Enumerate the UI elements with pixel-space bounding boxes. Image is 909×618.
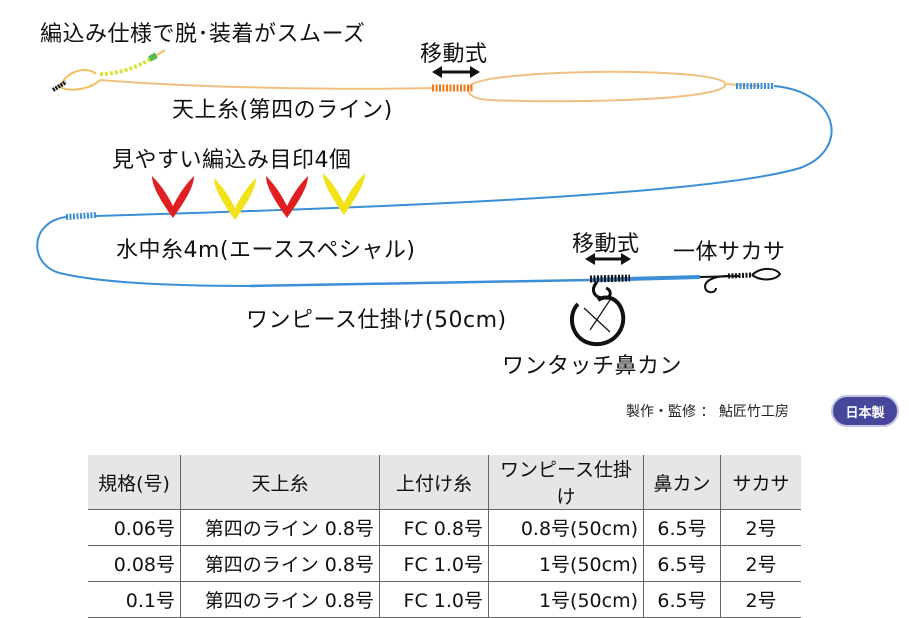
table-header-row: 規格(号) 天上糸 上付け糸 ワンピース仕掛け 鼻カン サカサ [88,455,801,510]
sakasa-label: 一体サカサ [673,240,786,265]
marker-label: 見やすい編込み目印4個 [112,148,352,173]
moving-label-lower: 移動式 [572,232,640,257]
cell-onepiece: 1号(50cm) [488,545,644,582]
cell-hanakan: 6.5号 [643,545,721,582]
upper-moving-sleeve [432,66,480,92]
onepiece-label: ワンピース仕掛け(50cm) [246,308,507,333]
header-tsuke-ito: 上付け糸 [379,455,489,510]
header-hanakan: 鼻カン [643,455,721,510]
marker-1 [152,176,194,218]
main-line [36,83,833,288]
credit-text: 製作・監修 ： 鮎匠竹工房 [626,404,789,420]
sakasa-hook [699,267,782,294]
cell-tsuke-ito: FC 0.8号 [379,509,489,546]
header-onepiece: ワンピース仕掛け [488,455,644,510]
cell-hanakan: 6.5号 [643,509,721,546]
cell-tsuke-ito: FC 1.0号 [379,581,489,618]
cell-onepiece: 0.8号(50cm) [488,509,644,546]
cell-upper-line: 第四のライン 0.8号 [180,509,380,546]
table-row: 0.08号 第四のライン 0.8号 FC 1.0号 1号(50cm) 6.5号 … [88,545,801,582]
cell-tsuke-ito: FC 1.0号 [379,545,489,582]
nose-ring [569,281,626,347]
tackle-diagram [36,49,833,347]
cell-sakasa: 2号 [720,581,801,618]
moving-label-upper: 移動式 [420,42,488,67]
cell-size: 0.08号 [88,545,181,582]
header-size: 規格(号) [88,455,181,510]
spec-table: 規格(号) 天上糸 上付け糸 ワンピース仕掛け 鼻カン サカサ 0.06号 第四… [88,455,801,618]
marker-3 [266,176,308,218]
made-in-japan-badge: 日本製 [831,395,899,427]
marker-4 [323,173,365,215]
main-line-label: 水中糸4m(エーススペシャル) [116,238,416,263]
top-label: 編込み仕様で脱･装着がスムーズ [40,22,366,47]
marker-2 [214,178,256,220]
lower-moving-sleeve [585,253,631,283]
cell-size: 0.1号 [88,581,181,618]
hanakan-label: ワンタッチ鼻カン [502,354,683,379]
table-row: 0.1号 第四のライン 0.8号 FC 1.0号 1号(50cm) 6.5号 2… [88,581,801,618]
cell-upper-line: 第四のライン 0.8号 [180,545,380,582]
upper-line-label: 天上糸(第四のライン) [172,98,393,123]
cell-hanakan: 6.5号 [643,581,721,618]
top-connector [51,49,166,92]
header-upper-line: 天上糸 [180,455,380,510]
cell-sakasa: 2号 [720,545,801,582]
table-row: 0.06号 第四のライン 0.8号 FC 0.8号 0.8号(50cm) 6.5… [88,509,801,546]
cell-sakasa: 2号 [720,509,801,546]
cell-onepiece: 1号(50cm) [488,581,644,618]
cell-upper-line: 第四のライン 0.8号 [180,581,380,618]
header-sakasa: サカサ [720,455,801,510]
cell-size: 0.06号 [88,509,181,546]
